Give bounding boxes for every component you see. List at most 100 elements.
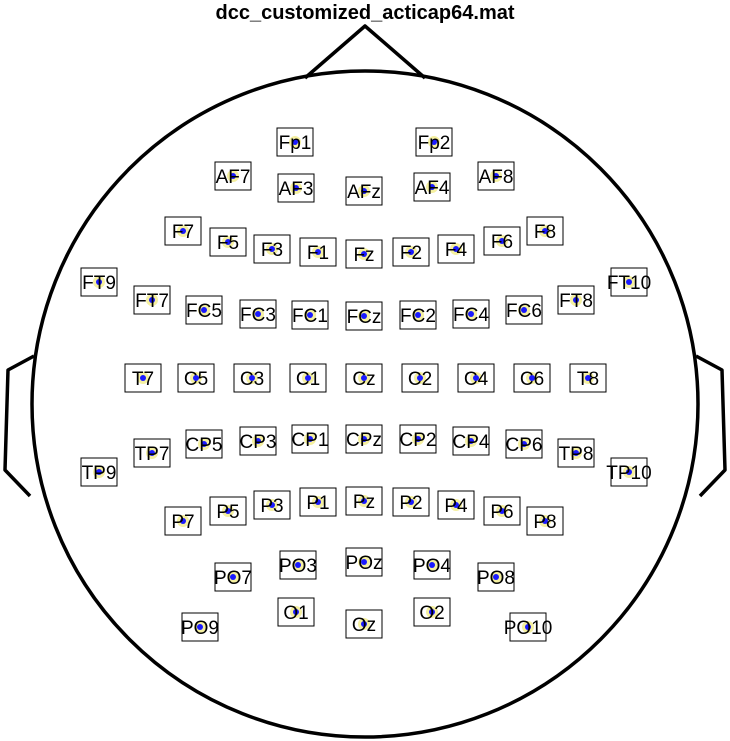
electrode-o2: O2 [413,597,451,627]
electrode-label-af7: AF7 [216,167,251,188]
electrode-ft7: FT7 [133,285,171,315]
electrode-f2: F2 [392,237,430,267]
electrode-c2: C2 [401,363,439,393]
electrode-cp2: CP2 [399,424,437,454]
electrode-marker-c2 [417,375,423,381]
nose [303,24,427,80]
electrode-label-tp8: TP8 [559,444,594,465]
electrode-label-o1: O1 [283,603,308,624]
electrode-marker-fc2 [415,312,421,318]
electrode-box-fp1 [276,127,314,157]
electrode-fc4: FC4 [452,299,490,329]
electrode-po8: PO8 [477,562,515,592]
electrode-label-f6: F6 [491,232,513,253]
electrode-p6: P6 [483,496,521,526]
electrode-cp6: CP6 [505,429,543,459]
electrode-marker-pz [361,498,367,504]
electrode-marker-p4 [453,502,459,508]
electrode-marker-po3 [295,562,301,568]
electrode-cp5: CP5 [185,429,223,459]
electrode-marker-af4 [429,184,435,190]
electrode-marker-po7 [230,574,236,580]
electrode-label-fc4: FC4 [453,305,489,326]
electrode-label-ft8: FT8 [559,291,593,312]
electrode-label-tp10: TP10 [606,463,651,484]
electrode-c4: C4 [457,363,495,393]
electrode-label-af3: AF3 [279,179,314,200]
electrode-marker-p6 [499,508,505,514]
electrode-oz: Oz [345,609,383,639]
electrode-marker-fp2 [431,139,437,145]
electrode-fc1: FC1 [291,300,329,330]
electrode-label-afz: AFz [347,182,381,203]
electrode-marker-tp7 [149,450,155,456]
electrode-fp1: Fp1 [276,127,314,157]
electrode-marker-po10 [525,624,531,630]
electrode-label-cz: Cz [352,369,375,390]
electrode-label-c4: C4 [464,369,489,390]
electrode-label-tp9: TP9 [82,463,117,484]
electrode-label-af4: AF4 [415,178,450,199]
electrode-p3: P3 [253,490,291,520]
electrode-label-fcz: FCz [347,307,382,328]
electrode-marker-f8 [542,228,548,234]
electrode-marker-p8 [542,518,548,524]
electrode-marker-oz [361,621,367,627]
electrode-label-fc1: FC1 [292,306,328,327]
electrode-label-c6: C6 [520,369,544,390]
electrode-p8: P8 [526,506,564,536]
electrode-marker-o2 [429,609,435,615]
electrode-ft10: FT10 [607,267,651,297]
electrode-label-cp6: CP6 [506,435,543,456]
electrode-fcz: FCz [345,301,383,331]
electrode-marker-cp3 [255,438,261,444]
electrode-label-fp2: Fp2 [418,133,451,154]
electrode-marker-f6 [499,238,505,244]
electrode-cp1: CP1 [291,424,329,454]
electrode-marker-fp1 [292,139,298,145]
electrode-marker-tp10 [626,469,632,475]
electrode-marker-fc5 [201,307,207,313]
electrode-marker-c1 [305,375,311,381]
electrode-box-tp10 [610,457,648,487]
electrode-label-cp5: CP5 [186,435,223,456]
electrode-po9: PO9 [181,612,219,642]
electrode-p1: P1 [299,487,337,517]
electrode-marker-f7 [180,228,186,234]
electrode-marker-t7 [140,375,146,381]
electrode-label-fc5: FC5 [186,301,222,322]
electrode-label-po3: PO3 [279,556,317,577]
electrode-label-c5: C5 [184,369,208,390]
electrode-marker-p5 [225,508,231,514]
electrode-cp3: CP3 [239,426,277,456]
electrode-po3: PO3 [279,550,317,580]
electrode-marker-cp4 [468,438,474,444]
electrode-label-cp3: CP3 [240,432,277,453]
electrode-marker-t8 [585,375,591,381]
electrode-marker-p7 [180,518,186,524]
figure-title: dcc_customized_acticap64.mat [215,2,515,24]
electrode-marker-c3 [249,375,255,381]
electrode-label-po4: PO4 [413,556,451,577]
electrode-label-f7: F7 [172,222,194,243]
electrode-box-p6 [483,496,521,526]
electrode-fc5: FC5 [185,295,223,325]
electrode-c1: C1 [289,363,327,393]
electrode-label-f5: F5 [217,233,239,254]
electrode-label-po9: PO9 [181,618,219,639]
electrode-fz: Fz [345,239,383,269]
electrode-label-cp1: CP1 [292,430,329,451]
electrode-marker-af7 [230,173,236,179]
electrode-marker-ft7 [149,297,155,303]
electrode-label-cp4: CP4 [453,432,490,453]
electrode-pz: Pz [345,486,383,516]
electrode-label-c3: C3 [240,369,264,390]
electrode-f5: F5 [209,227,247,257]
electrode-c6: C6 [513,363,551,393]
electrode-marker-af3 [293,185,299,191]
electrode-label-af8: AF8 [479,167,514,188]
electrode-f4: F4 [437,234,475,264]
head-outline [3,24,727,739]
